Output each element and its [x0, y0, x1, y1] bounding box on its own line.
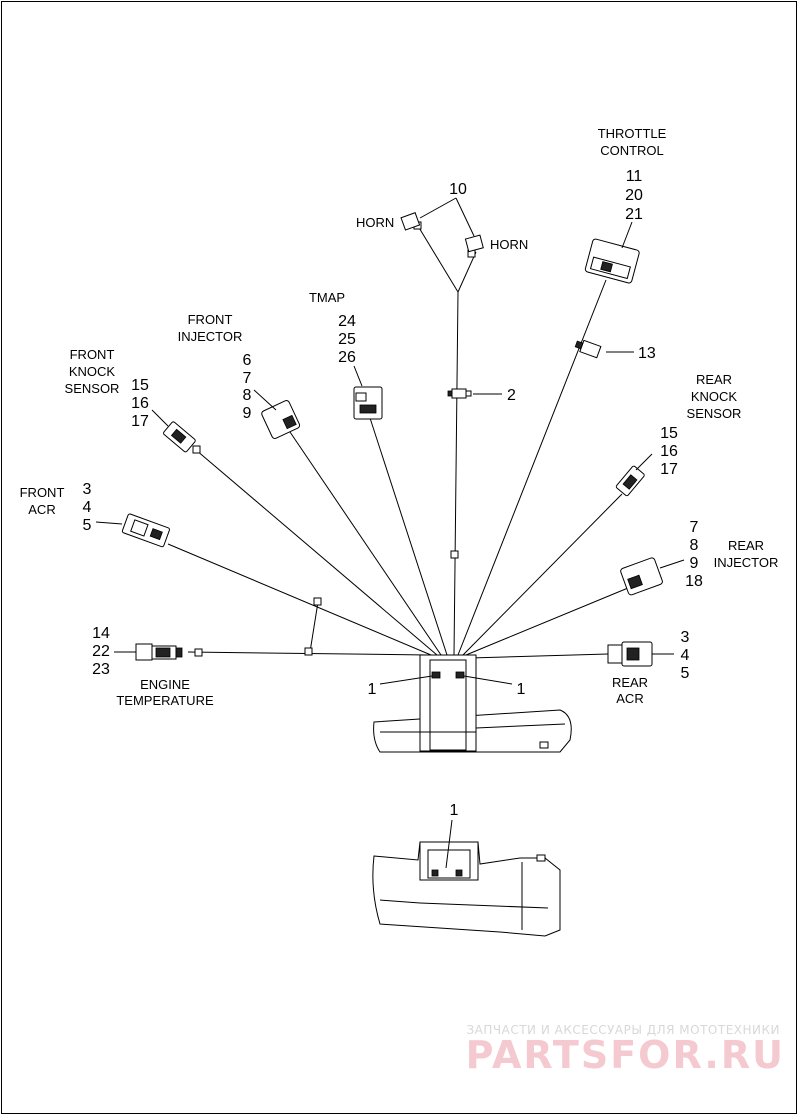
rear-acr-wire — [469, 653, 609, 659]
callout-rear-acr: 3 — [681, 629, 690, 646]
front-injector-connector — [261, 400, 301, 439]
callout-front-acr: 4 — [83, 499, 92, 516]
tmap-connector — [353, 386, 383, 420]
horn-left-label: HORN — [356, 215, 394, 230]
callout-rear-acr: 4 — [681, 647, 690, 664]
front-injector-wire — [289, 431, 442, 656]
callout-rear-acr: 5 — [681, 665, 690, 682]
horn-right-label: HORN — [490, 237, 528, 252]
front-acr-wire — [167, 543, 432, 656]
rear-injector-connector — [620, 557, 663, 596]
wires — [167, 225, 629, 659]
callout-bracket-left: 1 — [368, 681, 377, 698]
clip-2 — [447, 388, 472, 399]
rear-knock-sensor-connector — [615, 465, 645, 497]
callout-bracket-detail: 1 — [450, 802, 459, 819]
callout-rear-injector: 8 — [690, 537, 699, 554]
callout-numbers: 10 11 20 21 13 2 24 25 26 6 7 8 9 15 16 … — [83, 168, 703, 819]
front-acr-label-2: ACR — [28, 502, 55, 517]
tape-marker — [304, 647, 313, 656]
front-acr-connector — [121, 513, 170, 548]
harness-bracket-detail — [372, 841, 561, 937]
leader-lines — [95, 197, 685, 869]
callout-front-injector: 6 — [243, 352, 252, 369]
callout-rear-knock: 17 — [660, 461, 678, 478]
engine-temp-label-1: ENGINE — [140, 677, 190, 692]
front-acr-label-1: FRONT — [20, 485, 65, 500]
rear-knock-wire — [462, 493, 623, 656]
front-injector-label-2: INJECTOR — [178, 329, 243, 344]
callout-rear-injector: 18 — [685, 573, 703, 590]
rear-knock-label-3: SENSOR — [687, 406, 742, 421]
callout-throttle: 21 — [625, 206, 643, 223]
callout-front-acr: 3 — [83, 481, 92, 498]
tmap-wire — [369, 417, 448, 656]
connector-13 — [574, 339, 602, 359]
callout-front-injector: 7 — [243, 370, 252, 387]
component-labels: HORN HORN THROTTLE CONTROL TMAP FRONT IN… — [20, 126, 779, 708]
rear-acr-label-1: REAR — [612, 675, 648, 690]
callout-tmap: 25 — [338, 331, 356, 348]
callout-throttle: 11 — [626, 168, 643, 185]
front-knock-sensor-connector — [163, 421, 196, 453]
callout-front-knock: 17 — [131, 413, 149, 430]
callout-13: 13 — [638, 345, 656, 362]
horn-wire-right — [457, 251, 477, 293]
horn-connector-right — [464, 234, 484, 253]
front-knock-label-1: FRONT — [70, 347, 115, 362]
callout-engine-temp: 23 — [92, 661, 110, 678]
wire-tape-markers — [192, 221, 476, 657]
callout-rear-injector: 9 — [690, 555, 699, 572]
throttle-wire — [457, 279, 607, 656]
callout-2: 2 — [507, 387, 516, 404]
callout-front-acr: 5 — [83, 517, 92, 534]
callout-horn: 10 — [449, 181, 467, 198]
front-knock-wire — [195, 449, 438, 656]
watermark-tagline: ЗАПЧАСТИ И АКСЕССУАРЫ ДЛЯ МОТОТЕХНИКИ — [466, 1023, 780, 1037]
callout-throttle: 20 — [625, 187, 643, 204]
throttle-label-1: THROTTLE — [598, 126, 667, 141]
front-knock-label-3: SENSOR — [65, 381, 120, 396]
callout-front-injector: 8 — [243, 387, 252, 404]
rear-knock-label-2: KNOCK — [691, 389, 738, 404]
throttle-control-connector — [584, 238, 640, 284]
rear-acr-label-2: ACR — [616, 691, 643, 706]
tape-marker — [450, 550, 459, 559]
horn-main-wire — [453, 291, 459, 656]
rear-injector-wire — [465, 587, 629, 656]
callout-front-knock: 16 — [131, 395, 149, 412]
callout-rear-injector: 7 — [690, 519, 699, 536]
rear-acr-connector — [607, 641, 653, 667]
callout-rear-knock: 15 — [660, 425, 678, 442]
horn-wire-left — [417, 225, 459, 293]
callout-front-knock: 15 — [131, 377, 149, 394]
horn-connector-left — [400, 212, 421, 231]
callout-front-injector: 9 — [243, 405, 252, 422]
watermark: ЗАПЧАСТИ И АКСЕССУАРЫ ДЛЯ МОТОТЕХНИКИ PA… — [466, 1023, 785, 1077]
front-injector-label-1: FRONT — [188, 312, 233, 327]
tape-marker — [194, 648, 203, 657]
watermark-logo: PARTSFOR.RU — [466, 1033, 785, 1077]
callout-tmap: 24 — [338, 313, 356, 330]
throttle-label-2: CONTROL — [600, 143, 664, 158]
harness-bracket-main — [373, 654, 572, 753]
tape-marker — [313, 597, 322, 606]
callout-tmap: 26 — [338, 349, 356, 366]
rear-injector-label-1: REAR — [728, 538, 764, 553]
rear-knock-label-1: REAR — [696, 372, 732, 387]
engine-temperature-connector — [135, 643, 183, 661]
callout-bracket-right: 1 — [517, 681, 526, 698]
tape-marker — [192, 445, 201, 454]
front-knock-label-2: KNOCK — [69, 364, 116, 379]
callout-engine-temp: 22 — [92, 643, 110, 660]
callout-rear-knock: 16 — [660, 443, 678, 460]
rear-injector-label-2: INJECTOR — [714, 555, 779, 570]
engine-temp-label-2: TEMPERATURE — [116, 693, 214, 708]
tmap-label: TMAP — [309, 290, 345, 305]
callout-engine-temp: 14 — [92, 625, 110, 642]
engine-temp-branch — [309, 601, 319, 653]
